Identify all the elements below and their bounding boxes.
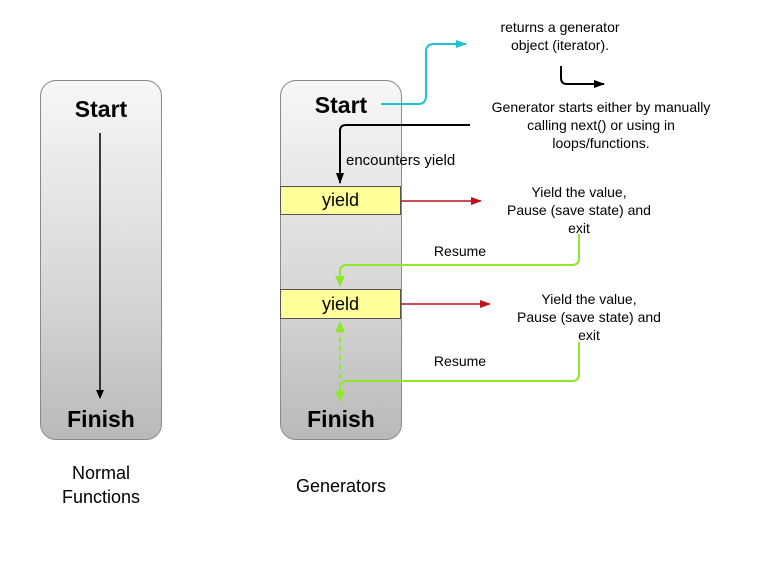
generator-starts-line-3: loops/functions. [552,135,650,151]
yield-box-2-label: yield [321,294,360,314]
resume-2-arrow [335,342,580,402]
yield-2-note-line-2: Pause (save state) and [517,309,661,325]
normal-start-label: Start [74,96,128,122]
generator-starts-note: Generator starts either by manually call… [470,98,732,152]
returns-to-starts-arrow [560,66,605,88]
returns-generator-line-1: returns a generator [500,19,620,35]
normal-functions-caption-line-2: Functions [61,487,141,507]
yield-1-note-line-3: exit [568,220,590,236]
yield-box-2: yield [280,289,401,319]
resume-1-arrow [335,234,580,287]
generator-finish-label: Finish [307,406,375,432]
yield-2-note-line-3: exit [578,327,600,343]
yield-1-note: Yield the value, Pause (save state) and … [488,183,670,237]
normal-functions-caption: Normal Functions [40,461,162,509]
encounters-yield-label: encounters yield [346,152,456,169]
normal-finish-label: Finish [67,406,135,432]
generators-caption: Generators [295,476,387,496]
yield-1-note-line-1: Yield the value, [531,184,627,200]
yield-box-1-label: yield [321,190,360,210]
normal-functions-caption-line-1: Normal [71,463,130,483]
generator-starts-arrow [336,124,470,184]
resume-2-label: Resume [433,353,487,369]
returns-generator-note: returns a generator object (iterator). [470,18,650,54]
yield-2-note: Yield the value, Pause (save state) and … [498,290,680,344]
resume-1-label: Resume [433,243,487,259]
returns-generator-line-2: object (iterator). [510,37,610,53]
returns-generator-arrow [381,40,467,105]
yield-2-note-line-1: Yield the value, [541,291,637,307]
yield-1-note-line-2: Pause (save state) and [507,202,651,218]
generator-starts-line-2: calling next() or using in [527,117,675,133]
generator-starts-line-1: Generator starts either by manually [491,99,711,115]
generator-start-label: Start [314,92,368,118]
normal-functions-column [40,80,162,440]
yield-box-1: yield [280,186,401,215]
